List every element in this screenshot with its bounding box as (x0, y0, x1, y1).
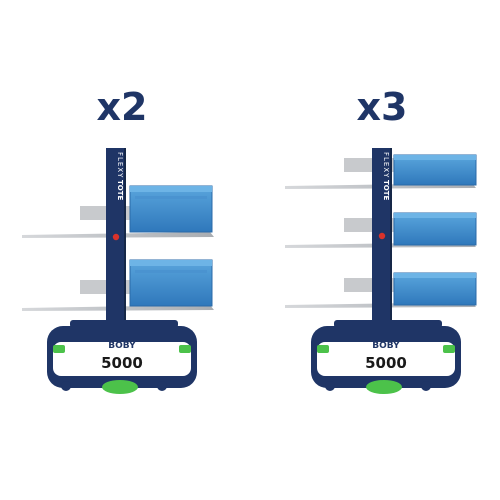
mast-brand-text: FLEXY (116, 152, 124, 178)
tote-box (393, 212, 477, 246)
caster-wheel (157, 381, 167, 391)
caster-wheel (421, 381, 431, 391)
base-brand-text: BOBY (372, 341, 400, 351)
mast-product-text: TOTE (382, 180, 390, 201)
base-brand-text: BOBY (108, 341, 136, 351)
tote-count-label-left: x2 (96, 85, 148, 129)
base-model-text: 5000 (365, 354, 407, 372)
mast-product-text: TOTE (116, 180, 124, 201)
tote-box (129, 259, 213, 307)
shelf-level-middle (285, 212, 477, 248)
tote-count-label-right: x3 (356, 85, 408, 129)
shelf-level-lower (22, 259, 214, 311)
status-light (112, 233, 120, 241)
caster-wheel (61, 381, 71, 391)
tote-box (393, 272, 477, 306)
mast-brand-text: FLEXY (382, 152, 390, 178)
drive-wheel (102, 380, 138, 394)
status-light (378, 232, 386, 240)
robot-right: FLEXY TOTE BOBY 5000 (285, 148, 477, 394)
drive-wheel (366, 380, 402, 394)
base-model-text: 5000 (101, 354, 143, 372)
robot-left: FLEXY TOTE BOBY 5000 (22, 148, 214, 394)
caster-wheel (325, 381, 335, 391)
tote-box (129, 185, 213, 233)
